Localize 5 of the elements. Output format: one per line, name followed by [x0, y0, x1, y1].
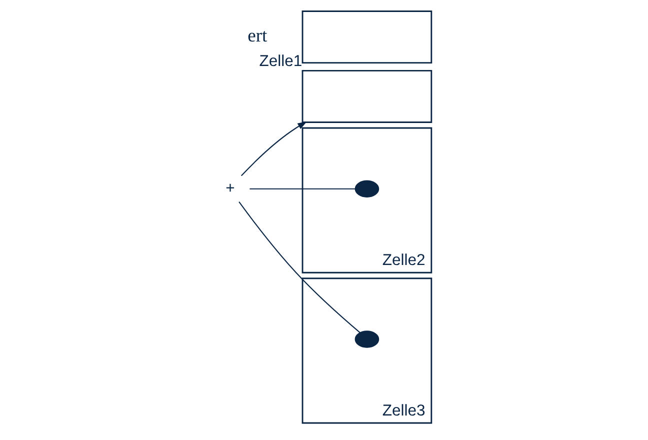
node-label: Zelle2 [382, 252, 426, 270]
node-text: + [226, 180, 235, 197]
node-label: Zelle3 [382, 402, 426, 420]
node-label: Zelle1 [259, 53, 302, 70]
label: ert [248, 26, 268, 47]
